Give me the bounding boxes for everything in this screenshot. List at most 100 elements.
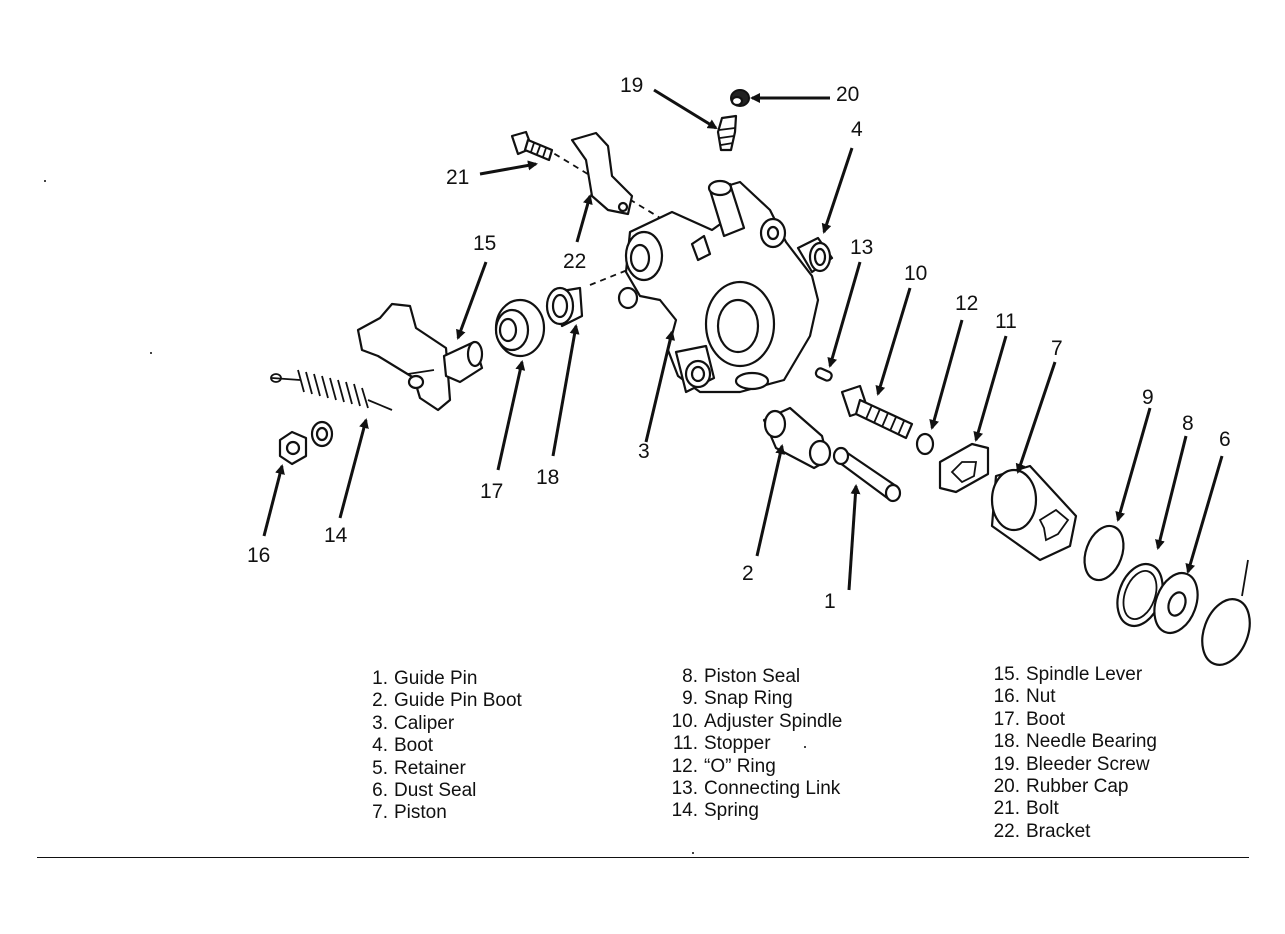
spring-part — [270, 369, 393, 411]
guide-pin-boot-part — [762, 406, 832, 470]
legend-number: 20. — [993, 776, 1020, 798]
legend-label: Spindle Lever — [1026, 664, 1143, 685]
legend-label: Piston — [394, 802, 447, 824]
legend-item: 22. Bracket — [988, 821, 1157, 843]
callout-10: 10 — [904, 262, 927, 285]
legend-label: Bracket — [1026, 820, 1091, 842]
legend-label: Needle Bearing — [1026, 731, 1157, 753]
legend-label: Connecting Link — [704, 778, 841, 800]
legend-number: 13. — [671, 778, 698, 800]
legend-number: 18. — [993, 731, 1020, 753]
legend-item: 17.Boot — [988, 709, 1157, 731]
bleeder-screw-part — [716, 114, 738, 152]
legend-number: 6. — [372, 780, 388, 802]
legend-label: Boot — [1026, 708, 1066, 730]
callout-3: 3 — [638, 440, 650, 463]
snap-ring-part — [1083, 524, 1125, 582]
legend-item: 11. Stopper — [666, 733, 842, 755]
needle-bearing-part — [545, 286, 584, 328]
callout-4: 4 — [851, 118, 863, 141]
legend-number: 12. — [671, 755, 698, 777]
stopper-part — [938, 442, 990, 494]
dust-seal-part — [1153, 571, 1199, 635]
piston-part — [990, 464, 1078, 562]
legend-number: 10. — [671, 710, 698, 732]
legend-label: Boot — [394, 735, 434, 757]
legend-number: 3. — [372, 712, 388, 734]
legend-label: Dust Seal — [394, 780, 477, 802]
legend-number: 11. — [672, 733, 698, 755]
scan-speck — [44, 180, 46, 182]
legend-label: Spring — [704, 800, 759, 822]
callout-11: 11 — [995, 310, 1017, 333]
bolt-part — [510, 130, 554, 162]
legend-number: 21. — [993, 798, 1020, 820]
legend-label: Bolt — [1026, 798, 1059, 820]
adjuster-spindle-part — [840, 384, 914, 440]
legend-item: 8. Piston Seal — [666, 666, 842, 688]
o-ring-part — [915, 432, 935, 456]
legend-number: 16. — [993, 686, 1020, 708]
boot-part-17 — [494, 298, 546, 358]
legend-number: 1. — [372, 668, 388, 689]
legend-label: Bleeder Screw — [1026, 753, 1150, 775]
callout-19: 19 — [620, 74, 643, 97]
legend-label: Adjuster Spindle — [704, 710, 843, 732]
caliper-body-part — [617, 179, 820, 394]
rubber-cap-part — [730, 89, 750, 107]
legend-item: 6. Dust Seal — [366, 780, 522, 802]
legend-label: Stopper — [704, 733, 771, 755]
callout-16: 16 — [247, 544, 270, 567]
scan-speck — [692, 852, 694, 854]
legend-number: 2. — [372, 690, 388, 712]
legend-label: Rubber Cap — [1026, 776, 1129, 798]
legend-number: 8. — [682, 666, 698, 687]
legend-label: Nut — [1026, 686, 1056, 708]
legend-label: Guide Pin Boot — [394, 690, 522, 712]
scan-speck — [150, 352, 152, 354]
legend-number: 15. — [993, 664, 1020, 685]
legend-label: Caliper — [394, 712, 455, 734]
retainer-part — [1201, 598, 1251, 666]
callout-17: 17 — [480, 480, 503, 503]
connecting-link-part — [814, 367, 833, 382]
legend-item: 12. “O” Ring — [666, 756, 842, 778]
legend-item: 20. Rubber Cap — [988, 776, 1157, 798]
callout-2: 2 — [742, 562, 754, 585]
nut-part — [278, 420, 334, 466]
legend-label: “O” Ring — [704, 755, 776, 777]
legend-item: 21. Bolt — [988, 798, 1157, 820]
bottom-divider — [37, 857, 1249, 858]
bracket-part — [570, 131, 634, 216]
legend-item: 10. Adjuster Spindle — [666, 710, 843, 733]
legend-item: 16. Nut — [988, 686, 1157, 708]
legend-item: 1. Guide Pin — [366, 668, 522, 690]
legend-number: 5. — [372, 757, 388, 779]
legend-item: 7. Piston — [366, 802, 522, 824]
callout-7: 7 — [1051, 337, 1063, 360]
legend-number: 9. — [682, 688, 698, 710]
callout-20: 20 — [836, 83, 859, 106]
legend-label: Snap Ring — [704, 688, 793, 710]
callout-22: 22 — [563, 250, 586, 273]
spindle-lever-part — [356, 302, 484, 412]
callout-21: 21 — [446, 166, 469, 189]
legend-number: 19. — [993, 753, 1020, 775]
legend-label: Retainer — [394, 757, 466, 779]
legend-item: 3. Caliper — [366, 713, 522, 735]
leader-arrows — [262, 88, 1249, 597]
legend-column-3: 15. Spindle Lever 16. Nut 17.Boot 18. Needl… — [988, 664, 1157, 843]
piston-seal-part — [1116, 562, 1164, 628]
legend-number: 22. — [993, 820, 1020, 842]
legend-number: 7. — [372, 802, 388, 824]
legend-number: 14. — [671, 800, 698, 822]
legend-item: 5. Retainer — [366, 758, 522, 780]
legend-column-1: 1. Guide Pin 2. Guide Pin Boot 3. Caliper 4… — [366, 668, 522, 825]
legend-item: 4.Boot — [366, 735, 522, 757]
legend-item: 2. Guide Pin Boot — [366, 690, 522, 712]
legend-label: Piston Seal — [704, 666, 801, 687]
legend-item: 9. Snap Ring — [666, 688, 842, 710]
scan-speck — [804, 746, 806, 748]
legend-label: Guide Pin — [394, 668, 478, 689]
